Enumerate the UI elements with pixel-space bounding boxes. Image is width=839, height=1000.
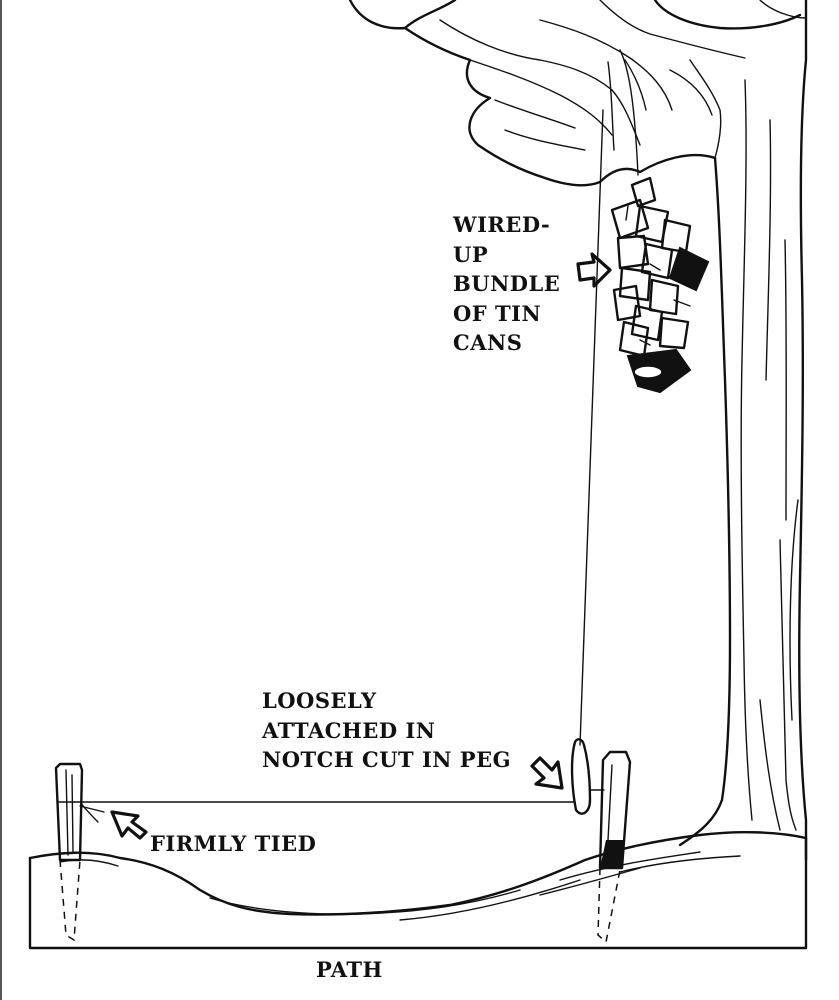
label-path: PATH: [316, 957, 383, 982]
tin-can-bundle: [610, 176, 710, 394]
right-peg: [597, 750, 632, 944]
label-line: WIRED-: [453, 212, 551, 237]
ground-and-path: [28, 830, 808, 950]
left-peg: [54, 762, 84, 942]
label-line: OF TIN: [453, 300, 542, 326]
outline-arrow-icon: [110, 252, 612, 840]
label-line: ATTACHED IN: [262, 717, 436, 743]
label-line: BUNDLE: [453, 271, 561, 296]
label-notch: LOOSELY ATTACHED IN NOTCH CUT IN PEG: [262, 686, 511, 775]
tree-trunk: [678, 0, 808, 862]
label-tin-cans: WIRED- UP BUNDLE OF TIN CANS: [453, 210, 560, 358]
label-line: NOTCH CUT IN PEG: [262, 747, 512, 772]
tree-foliage: [348, 0, 807, 187]
label-line: LOOSELY: [262, 688, 377, 713]
label-firmly-tied: FIRMLY TIED: [150, 831, 317, 856]
trigger-toggle: [570, 738, 605, 815]
label-line: CANS: [453, 330, 523, 355]
trip-wire-horizontal: [57, 801, 576, 823]
trip-wire-vertical: [579, 49, 639, 746]
label-line: UP: [453, 241, 489, 267]
